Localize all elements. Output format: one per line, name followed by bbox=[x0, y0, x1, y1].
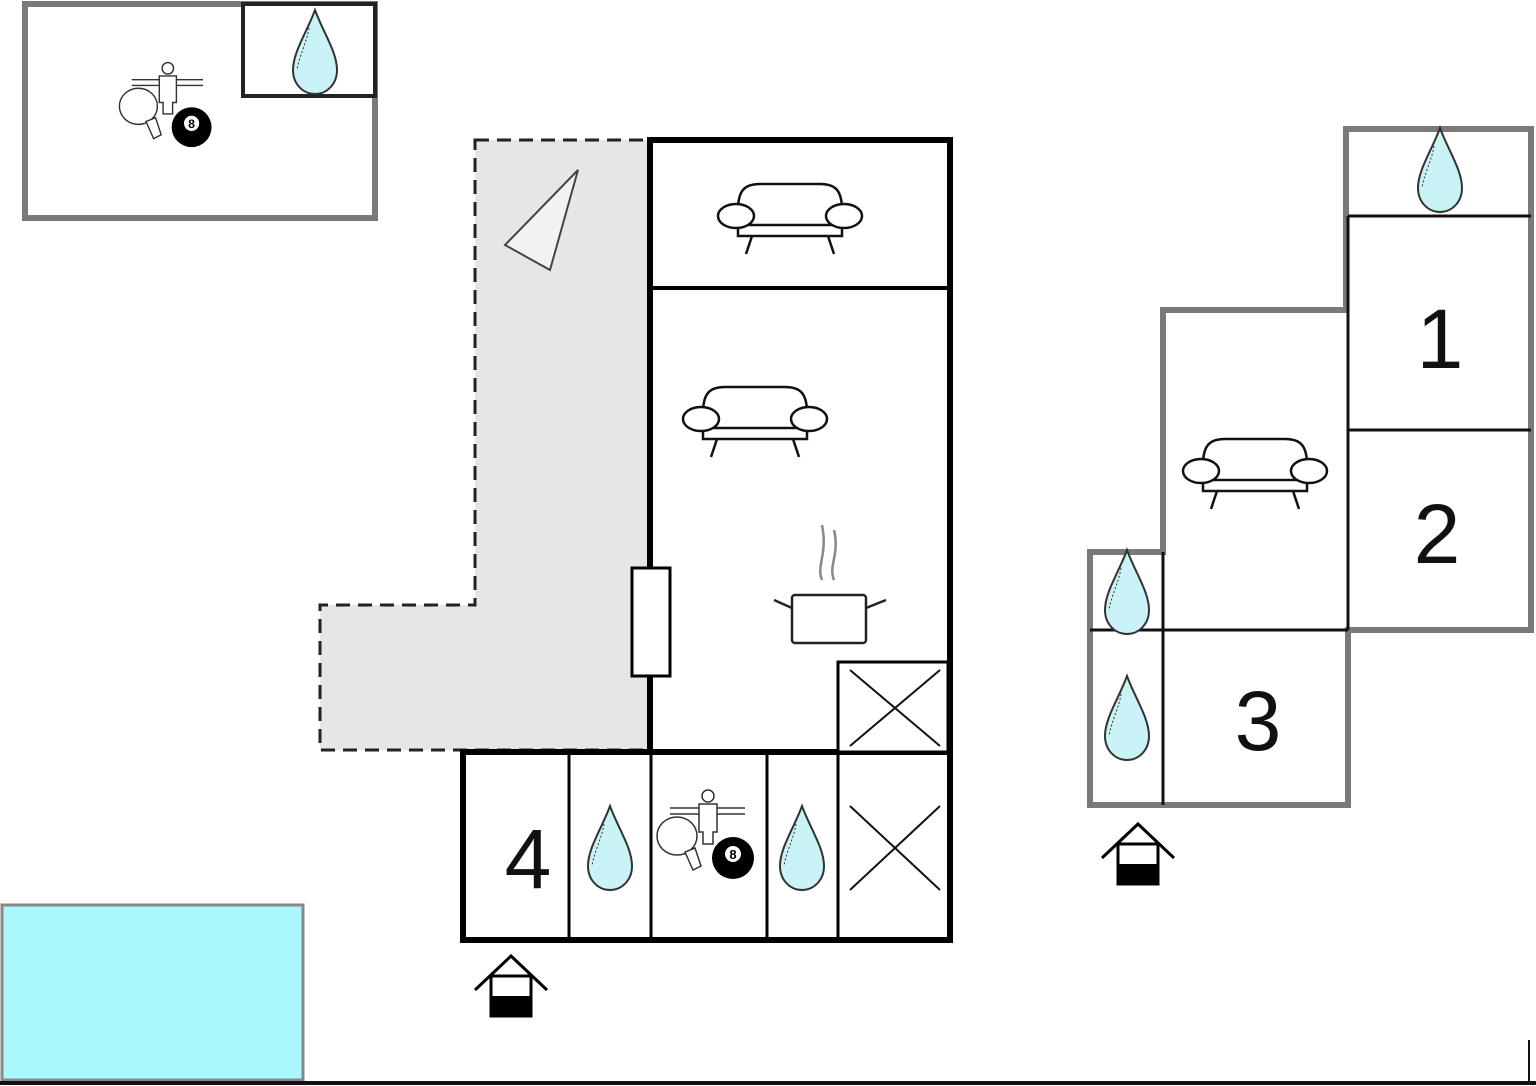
right-building: 1 2 3 bbox=[1087, 126, 1534, 886]
terrace bbox=[318, 138, 652, 752]
kitchen-pot-icon bbox=[773, 524, 887, 645]
entrance-icon bbox=[473, 954, 549, 1018]
billiard-ball-label: 8 bbox=[729, 847, 736, 862]
pool-area bbox=[0, 903, 305, 1082]
game-room-icon: 8 bbox=[118, 61, 213, 148]
parasol-icon bbox=[503, 169, 579, 272]
entrance-icon bbox=[1100, 822, 1176, 886]
game-room-icon: 8 bbox=[656, 789, 755, 880]
bedroom-2-label: 2 bbox=[1414, 487, 1461, 581]
bedroom-1-label: 1 bbox=[1417, 292, 1464, 386]
billiard-ball-label: 8 bbox=[188, 117, 195, 131]
stairs-cross-icon bbox=[849, 669, 941, 891]
bedroom-3-label: 3 bbox=[1235, 674, 1282, 768]
main-building bbox=[460, 137, 953, 943]
door bbox=[630, 566, 672, 678]
annex-game-room: 8 bbox=[22, 1, 378, 221]
bedroom-4-label: 4 bbox=[505, 812, 552, 906]
